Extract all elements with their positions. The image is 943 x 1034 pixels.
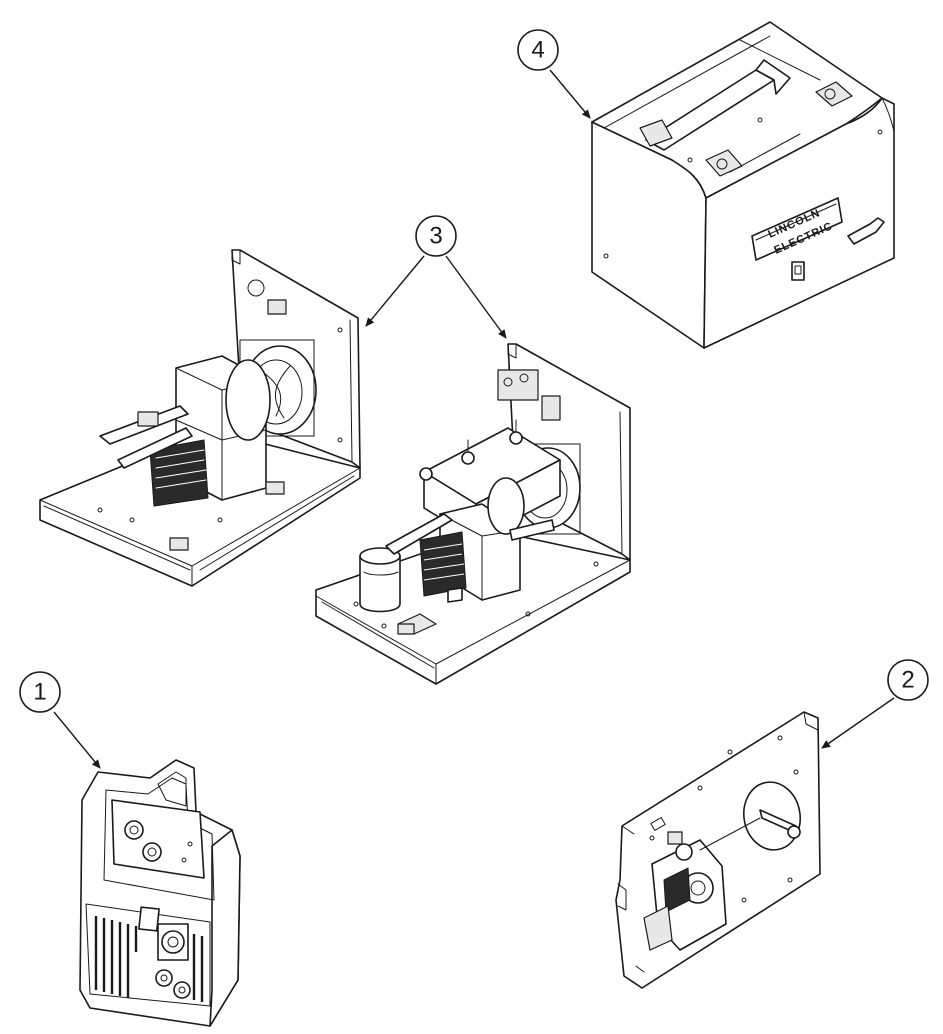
front-panel-assembly-icon	[79, 759, 241, 1027]
callout-1: 1	[19, 671, 101, 769]
callout-4-label: 4	[531, 37, 544, 64]
base-chassis-right-icon	[315, 343, 631, 685]
wire-drive-panel-icon	[615, 711, 821, 989]
callout-1-label: 1	[33, 679, 46, 706]
base-chassis-left-icon	[39, 249, 361, 587]
callout-2: 2	[821, 659, 929, 749]
case-cover-icon: LINCOLN ELECTRIC	[591, 21, 895, 349]
callout-3-label: 3	[429, 223, 442, 250]
callout-2-label: 2	[901, 667, 914, 694]
callout-4: 4	[517, 29, 591, 119]
callout-3: 3	[365, 215, 507, 339]
